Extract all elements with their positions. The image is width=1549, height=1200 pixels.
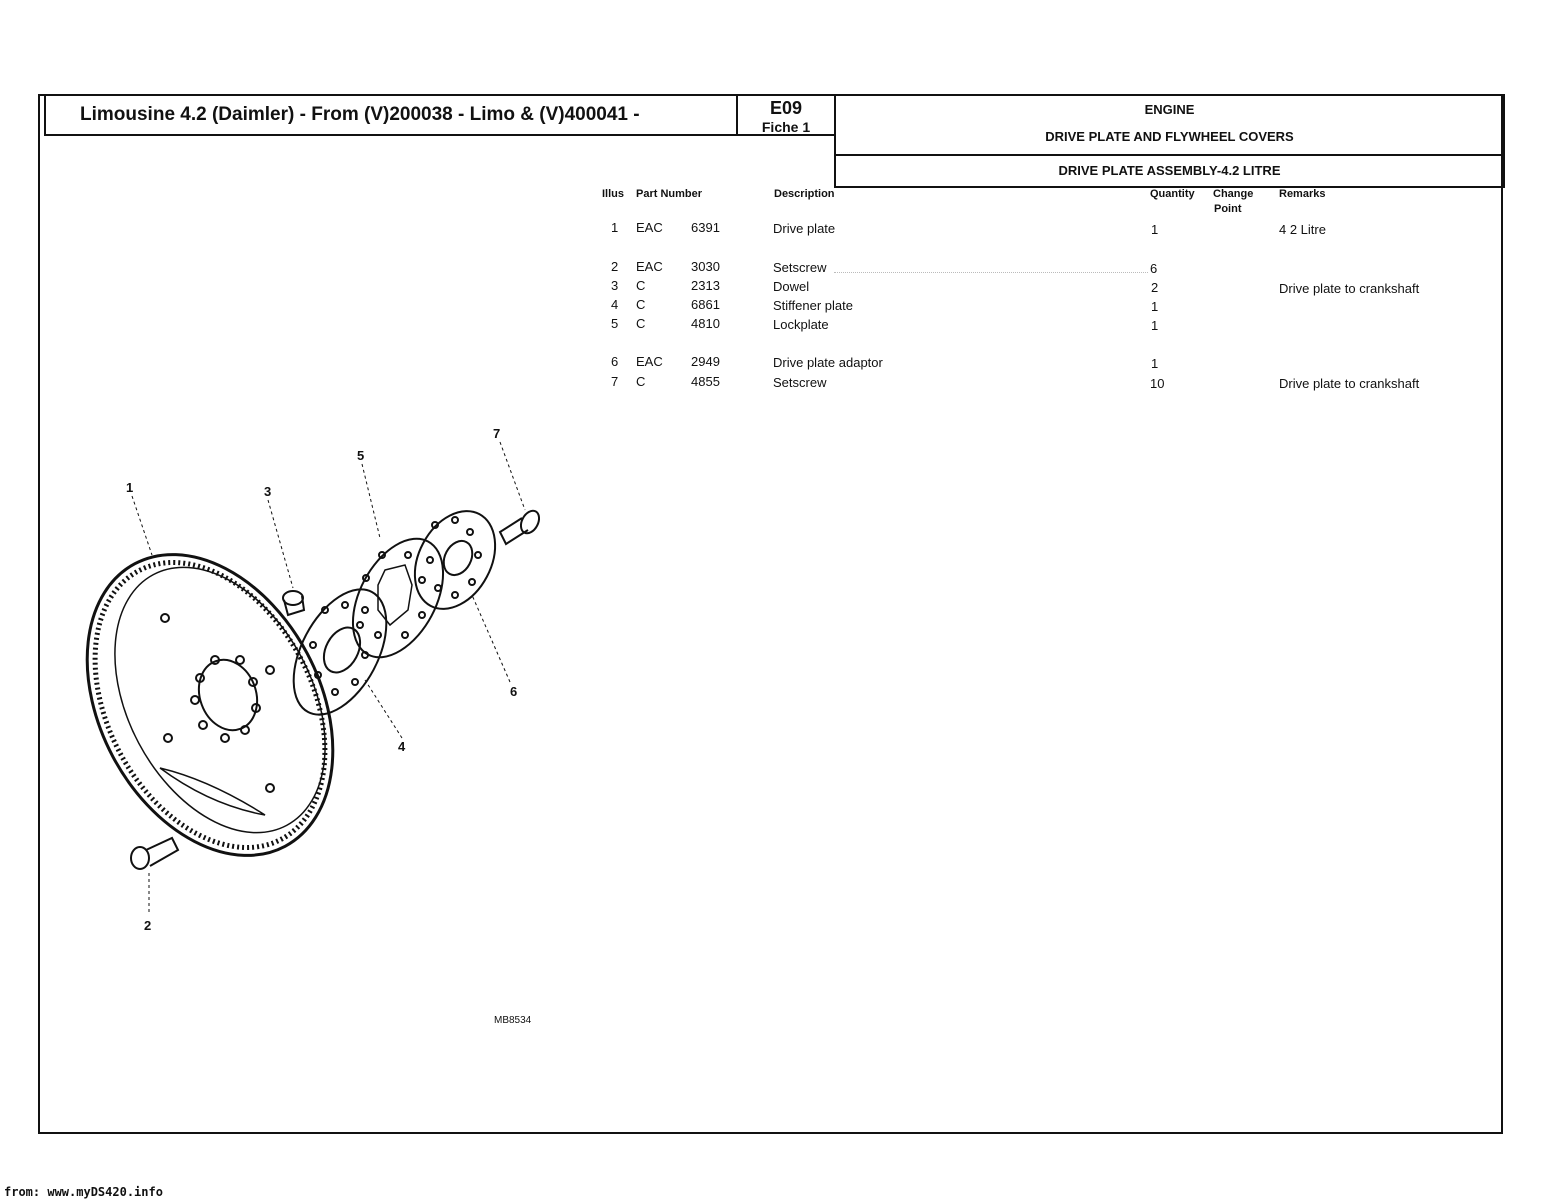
fiche-code-box: E09 Fiche 1 [736,94,836,136]
row-illus: 7 [611,374,619,389]
row-prefix: EAC [636,354,663,369]
callout-3: 3 [264,484,271,499]
row-quantity: 1 [1151,318,1159,333]
row-illus: 5 [611,316,619,331]
drive-plate-illustration [85,553,335,857]
row-description: Setscrew [773,260,827,275]
fiche-label: Fiche 1 [761,119,811,135]
row-description: Drive plate adaptor [773,355,883,370]
drawing-reference: MB8534 [494,1015,532,1026]
row-remarks: 4 2 Litre [1279,222,1326,237]
row-quantity: 2 [1151,280,1159,295]
row-number: 6391 [691,220,720,235]
row-prefix: C [636,297,646,312]
row-illus: 1 [611,220,619,235]
col-quantity: Quantity [1150,188,1195,200]
section-subtitle: DRIVE PLATE AND FLYWHEEL COVERS [1045,129,1294,144]
setscrew-7-illustration [498,509,541,546]
leader-lines [131,441,526,912]
row-prefix: C [636,278,646,293]
col-part-number: Part Number [636,188,703,200]
row-description: Drive plate [773,221,836,236]
row-quantity: 1 [1151,299,1159,314]
row-illus: 6 [611,354,619,369]
callout-6: 6 [510,684,517,699]
row-prefix: C [636,374,646,389]
leader-dots [834,272,1148,273]
row-number: 2313 [691,278,720,293]
row-prefix: EAC [636,259,663,274]
adaptor-illustration [413,510,497,610]
row-remarks: Drive plate to crankshaft [1279,281,1420,296]
row-illus: 4 [611,297,619,312]
row-number: 6861 [691,297,720,312]
page-title: Limousine 4.2 (Daimler) - From (V)200038… [44,94,738,136]
col-description: Description [774,188,835,200]
row-number: 4810 [691,316,720,331]
stiffener-plate-illustration [292,588,388,716]
dowel-illustration [282,590,306,617]
row-illus: 2 [611,259,619,274]
row-quantity: 6 [1150,261,1158,276]
callout-2: 2 [144,918,151,933]
row-number: 4855 [691,374,720,389]
row-illus: 3 [611,278,619,293]
row-number: 2949 [691,354,720,369]
row-quantity: 1 [1151,222,1159,237]
source-footer: from: www.myDS420.info [4,1185,163,1199]
row-description: Dowel [773,279,810,294]
row-description: Setscrew [773,375,827,390]
row-prefix: C [636,316,646,331]
section-title: ENGINE [1144,102,1195,117]
assembly-title: DRIVE PLATE ASSEMBLY-4.2 LITRE [834,154,1505,188]
callout-4: 4 [398,739,406,754]
row-remarks: Drive plate to crankshaft [1279,376,1420,391]
row-quantity: 10 [1150,376,1165,391]
section-code: E09 [769,98,803,118]
row-number: 3030 [691,259,720,274]
col-change: Change [1213,188,1254,200]
row-description: Stiffener plate [773,298,853,313]
row-quantity: 1 [1151,356,1159,371]
setscrew-2-illustration [130,836,180,870]
callout-5: 5 [357,448,364,463]
lockplate-illustration [351,537,445,659]
col-remarks: Remarks [1279,188,1326,200]
col-illus: Illus [602,188,625,200]
callout-7: 7 [493,426,500,441]
exploded-drawing: 1 2 3 4 5 6 7 [85,426,541,933]
section-header: ENGINE DRIVE PLATE AND FLYWHEEL COVERS [834,94,1505,156]
callout-1: 1 [126,480,133,495]
col-point: Point [1214,203,1242,215]
row-prefix: EAC [636,220,663,235]
row-description: Lockplate [773,317,829,332]
